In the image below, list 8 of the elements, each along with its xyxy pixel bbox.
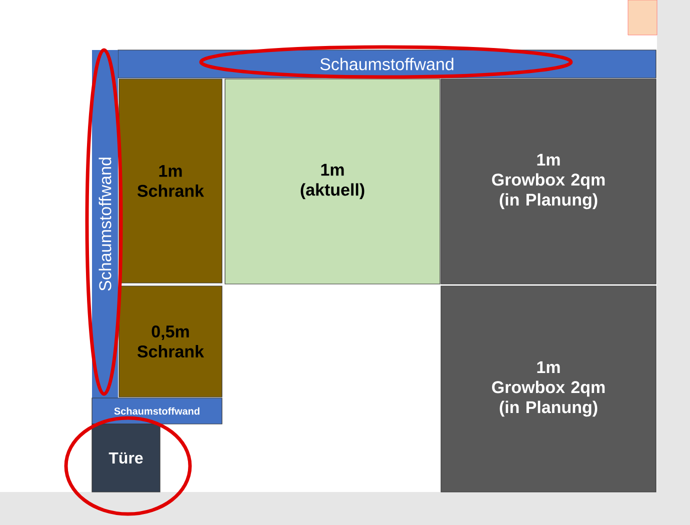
foam-wall: Schaumstoffwand — [92, 398, 222, 424]
tent-box: 1m Growbox 2qm (in Planung) — [440, 78, 656, 284]
cabinet-box: 1m Schrank — [118, 78, 222, 284]
tent-box: 1m Growbox 2qm (in Planung) — [440, 286, 656, 492]
node-label: Schaumstoffwand — [98, 158, 112, 291]
tent-box: 1m (aktuell) — [224, 78, 440, 284]
door-box: Türe — [92, 424, 160, 492]
cabinet-box: 0,5m Schrank — [118, 286, 222, 398]
